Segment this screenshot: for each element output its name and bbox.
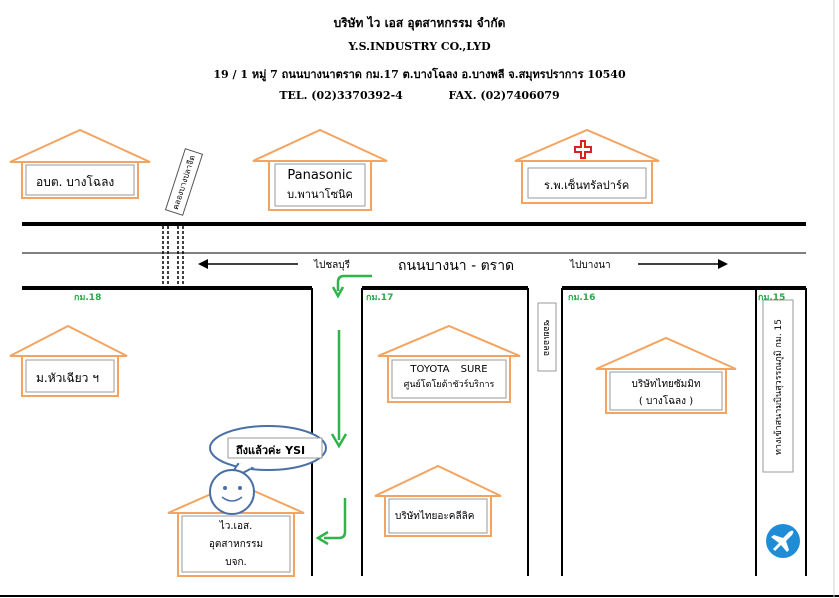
place-village: ม.หัวเฉียว ฯ bbox=[36, 371, 99, 385]
company-name-thai: บริษัท ไว เอส อุตสาหกรรม จำกัด bbox=[333, 16, 506, 30]
company-address: 19 / 1 หมู่ 7 ถนนบางนาตราด กม.17 ต.บางโฉ… bbox=[213, 68, 626, 81]
telephone: TEL. (02)3370392-4 bbox=[279, 89, 403, 102]
place-ys-line3: บจก. bbox=[225, 557, 247, 568]
soi-label: ซอยเอลอ bbox=[541, 319, 551, 357]
company-contact: TEL. (02)3370392-4 FAX. (02)7406079 bbox=[0, 89, 839, 102]
place-toyota-en: TOYOTA SURE bbox=[410, 364, 488, 375]
direction-label-chonburi: ไปชลบุรี bbox=[314, 260, 351, 271]
place-toyota: TOYOTA SURE ศูนย์โตโยต้าชัวร์บริการ bbox=[392, 364, 506, 391]
place-ys-line2: อุตสาหกรรม bbox=[208, 539, 264, 550]
route-arrow-straight bbox=[330, 330, 348, 449]
canal-sign bbox=[164, 148, 204, 216]
label-box-sumitomo bbox=[609, 371, 723, 411]
label-box-yazaki bbox=[388, 498, 488, 534]
label-box-soi bbox=[537, 302, 557, 372]
place-yazaki: บริษัทไทยอะคลีลิค bbox=[395, 511, 475, 522]
place-sumitomo-line2: ( บางโฉลง ) bbox=[638, 396, 694, 407]
place-panasonic-en: Panasonic bbox=[287, 168, 353, 183]
speech-bubble bbox=[209, 425, 327, 483]
place-ys-line1: ไว.เอส. bbox=[219, 521, 253, 532]
label-box-toyota bbox=[391, 359, 507, 399]
fax: FAX. (02)7406079 bbox=[448, 89, 560, 102]
label-box-village bbox=[25, 359, 115, 393]
km-marker-16: กม.16 bbox=[568, 293, 596, 303]
km-marker-15: กม.15 bbox=[758, 293, 786, 303]
place-sumitomo-line1: บริษัทไทยซัมมิท bbox=[631, 379, 701, 390]
place-sumitomo: บริษัทไทยซัมมิท ( บางโฉลง ) bbox=[610, 377, 722, 409]
speech-text: ถึงแล้วค่ะ YSI bbox=[236, 444, 306, 457]
road-name: ถนนบางนา - ตราด bbox=[398, 258, 515, 274]
smiley-face-icon bbox=[209, 469, 255, 515]
place-panasonic-th: บ.พานาโซนิค bbox=[287, 188, 353, 201]
place-hospital: ร.พ.เซ็นทรัลปาร์ค bbox=[544, 179, 630, 192]
direction-arrow-to-bangna bbox=[638, 259, 728, 269]
label-box-hospital bbox=[527, 167, 647, 199]
hospital-cross-icon bbox=[574, 140, 592, 159]
label-box-ys-industry bbox=[181, 515, 291, 573]
route-arrow-turn-left bbox=[315, 498, 347, 546]
airport-road-label: ทางเข้าสนามบินสุวรรณภูมิ กม. 15 bbox=[774, 319, 784, 456]
airplane-icon bbox=[766, 524, 800, 558]
place-ys-industry: ไว.เอส. อุตสาหกรรม บจก. bbox=[182, 519, 290, 570]
label-box-airport-road bbox=[762, 299, 794, 473]
label-box-panasonic bbox=[274, 163, 366, 207]
km-marker-18: กม.18 bbox=[74, 293, 102, 303]
direction-label-bangna: ไปบางนา bbox=[570, 260, 611, 271]
place-panasonic: Panasonic บ.พานาโซนิค bbox=[275, 168, 365, 203]
place-obt: อบต. บางโฉลง bbox=[36, 175, 115, 189]
canal-crossing bbox=[162, 226, 184, 288]
route-arrow-turn-in bbox=[331, 274, 372, 299]
km-marker-17: กม.17 bbox=[366, 293, 394, 303]
place-toyota-th: ศูนย์โตโยต้าชัวร์บริการ bbox=[403, 380, 495, 390]
company-name-english: Y.S.INDUSTRY CO.,LYD bbox=[348, 40, 491, 53]
direction-arrow-to-chonburi bbox=[198, 259, 298, 269]
label-box-obt bbox=[25, 164, 135, 196]
